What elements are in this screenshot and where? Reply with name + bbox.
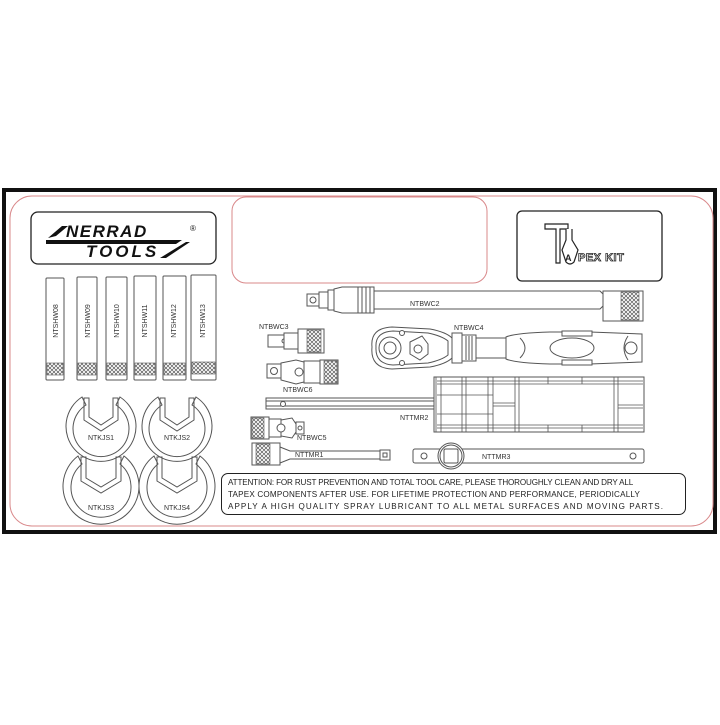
universal-joint-1: NTBWC5 — [250, 416, 327, 442]
hex-bit-label: NTSHW10 — [114, 304, 121, 338]
hex-bit-group: NTSHW08 NTSHW09 NTSHW10 NTSHW11 NTSHW12 … — [45, 274, 217, 381]
ratchet: NTBWC4 — [371, 325, 643, 370]
crowfoot-label: NTKJS4 — [164, 505, 190, 512]
hex-bit-label: NTSHW11 — [142, 304, 149, 337]
crowfoot-wrench: NTKJS3 — [62, 455, 140, 525]
hex-bit: NTSHW10 — [105, 276, 128, 381]
crowfoot-wrench: NTKJS4 — [138, 455, 216, 525]
crowfoot-label: NTKJS1 — [88, 435, 114, 442]
breaker-bar: NTTMR3 — [412, 442, 645, 470]
hex-bit: NTSHW13 — [190, 274, 217, 381]
care-notice-line1: ATTENTION: FOR RUST PREVENTION AND TOTAL… — [228, 478, 634, 487]
extension-short-label: NTTMR1 — [295, 452, 323, 459]
brand-logo: NERRAD ® TOOLS — [30, 211, 217, 265]
extension-short: NTTMR1 — [251, 442, 391, 466]
universal-joint-2-label: NTBWC6 — [283, 387, 313, 394]
care-notice-line2: TAPEX COMPONENTS AFTER USE. FOR LIFETIME… — [228, 490, 641, 499]
hex-bit: NTSHW11 — [133, 275, 157, 381]
hex-bit: NTSHW09 — [76, 276, 98, 381]
universal-joint-1-label: NTBWC5 — [297, 435, 327, 442]
adapter: NTBWC3 — [259, 324, 325, 354]
brand-line2: TOOLS — [86, 242, 159, 261]
hex-bit-label: NTSHW12 — [171, 304, 178, 338]
inner-border — [9, 195, 714, 527]
ratchet-label: NTBWC4 — [454, 325, 484, 332]
care-notice-line3: APPLY A HIGH QUALITY SPRAY LUBRICANT TO … — [228, 502, 665, 511]
crowfoot-wrench: NTKJS1 — [65, 396, 137, 462]
extension-long: NTBWC2 — [306, 286, 644, 322]
hex-bit: NTSHW12 — [162, 275, 187, 381]
kit-logo: A PEX KIT — [516, 210, 663, 282]
adapter-label: NTBWC3 — [259, 324, 289, 331]
brand-line1: NERRAD — [66, 222, 148, 241]
extension-long-label: NTBWC2 — [410, 301, 440, 308]
extension-bar-label: NTTMR2 — [400, 415, 428, 422]
brand-registered-mark: ® — [190, 224, 196, 233]
extension-bar: NTTMR2 — [265, 376, 645, 433]
breaker-bar-label: NTTMR3 — [482, 454, 510, 461]
hex-bit-label: NTSHW08 — [53, 304, 60, 338]
kit-badge-letter: A — [565, 253, 572, 263]
crowfoot-wrench: NTKJS2 — [141, 396, 213, 462]
label-placeholder-box — [231, 196, 488, 284]
care-notice: ATTENTION: FOR RUST PREVENTION AND TOTAL… — [221, 473, 686, 515]
crowfoot-label: NTKJS2 — [164, 435, 190, 442]
universal-joint-2: NTBWC6 — [266, 359, 339, 394]
crowfoot-group: NTKJS1 NTKJS2 NTKJS3 NTKJS4 — [62, 396, 216, 525]
crowfoot-label: NTKJS3 — [88, 505, 114, 512]
hex-bit-label: NTSHW09 — [85, 304, 92, 338]
hex-bit-label: NTSHW13 — [200, 304, 207, 338]
kit-logo-text: PEX KIT — [578, 252, 624, 264]
hex-bit: NTSHW08 — [45, 277, 65, 381]
